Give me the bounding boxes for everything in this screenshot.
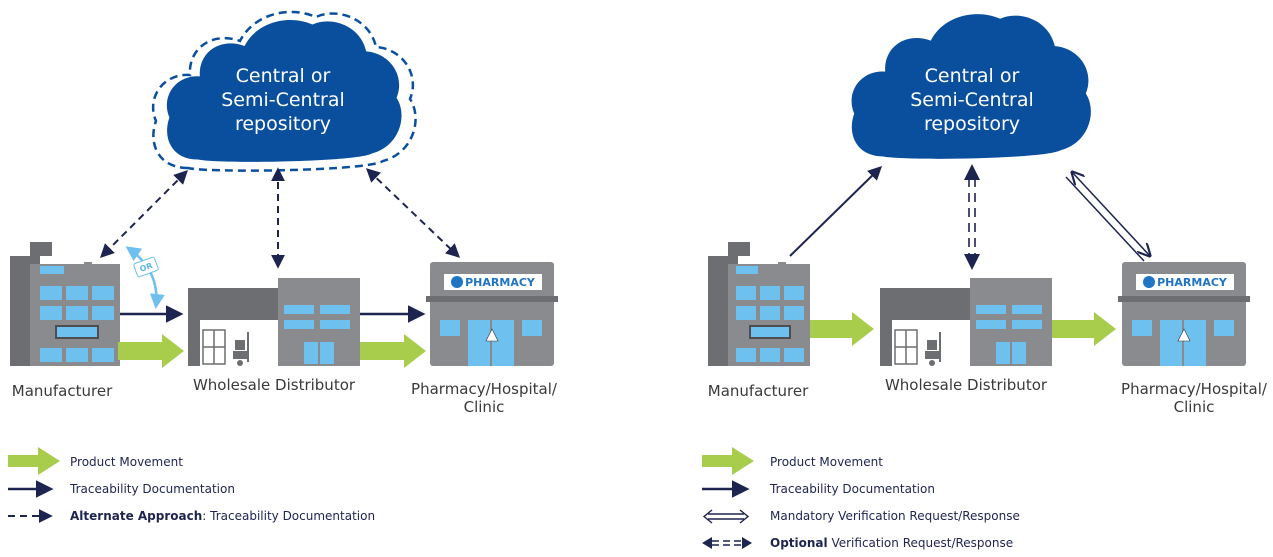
left-dashed-arrow-pharmacy [365, 168, 461, 258]
right-panel: Central or Semi-Central repository [702, 14, 1268, 550]
right-cloud-line1: Central or [925, 65, 1020, 87]
right-legend: Product Movement Traceability Documentat… [702, 447, 1020, 550]
right-trace-arrow-cloud [789, 166, 883, 257]
right-manufacturer-building [708, 242, 810, 366]
right-mandatory-arrow [1065, 172, 1150, 262]
right-legend-item-2: Traceability Documentation [769, 482, 935, 496]
left-distributor-building [188, 278, 360, 366]
left-pharmacy-sign: PHARMACY [465, 276, 536, 289]
left-pharmacy-building: PHARMACY [426, 262, 558, 366]
right-cloud-line2: Semi-Central [910, 89, 1034, 111]
right-product-arrow-2 [1052, 312, 1116, 346]
right-legend-item-3: Mandatory Verification Request/Response [770, 509, 1020, 523]
left-cloud-line2: Semi-Central [221, 89, 345, 111]
legend-product-swatch [8, 447, 60, 475]
right-legend-product-swatch [702, 447, 754, 475]
left-manufacturer-building [10, 242, 120, 366]
left-manufacturer-label: Manufacturer [12, 382, 113, 400]
right-legend-item-1: Product Movement [770, 455, 883, 469]
right-pharmacy-label-line2: Clinic [1174, 398, 1215, 416]
warehouse-icon [188, 278, 360, 366]
right-legend-optional-swatch [702, 537, 752, 549]
left-legend-item-2: Traceability Documentation [69, 482, 235, 496]
right-legend-item-4: Optional Verification Request/Response [770, 536, 1013, 550]
right-pharmacy-building: PHARMACY [1118, 262, 1250, 366]
warehouse-icon [880, 278, 1052, 366]
left-cloud: Central or Semi-Central repository [151, 10, 417, 172]
right-pharmacy-label-line1: Pharmacy/Hospital/ [1121, 380, 1268, 398]
left-pharmacy-label-line1: Pharmacy/Hospital/ [411, 380, 558, 398]
hand-truck-icon [925, 332, 941, 366]
left-legend-item-3: Alternate Approach: Traceability Documen… [70, 509, 375, 523]
right-cloud: Central or Semi-Central repository [851, 14, 1091, 159]
left-product-arrow-1 [118, 334, 184, 368]
left-pharmacy-label-line2: Clinic [464, 398, 505, 416]
right-legend-mandatory-swatch [702, 509, 750, 524]
left-distributor-label: Wholesale Distributor [193, 376, 356, 394]
right-product-arrow-1 [810, 312, 874, 346]
left-dashed-arrow-manufacturer [100, 170, 188, 258]
left-legend-item-1: Product Movement [70, 455, 183, 469]
left-panel: Central or Semi-Central repository OR [8, 10, 558, 523]
factory-icon [10, 242, 120, 366]
or-badge: OR [139, 261, 154, 274]
right-optional-arrow [964, 164, 980, 270]
or-indicator: OR [125, 246, 165, 309]
right-distributor-label: Wholesale Distributor [885, 376, 1048, 394]
hand-truck-icon [233, 332, 249, 366]
pharmacy-icon: PHARMACY [426, 262, 558, 366]
left-product-arrow-2 [360, 334, 426, 368]
right-manufacturer-label: Manufacturer [708, 382, 809, 400]
left-cloud-line3: repository [235, 113, 331, 135]
left-legend: Product Movement Traceability Documentat… [8, 447, 375, 523]
right-cloud-line3: repository [924, 113, 1020, 135]
pharmacy-icon: PHARMACY [1118, 262, 1250, 366]
factory-icon [708, 242, 810, 366]
left-cloud-line1: Central or [236, 65, 331, 87]
right-distributor-building [880, 278, 1052, 366]
right-pharmacy-sign: PHARMACY [1157, 276, 1228, 289]
